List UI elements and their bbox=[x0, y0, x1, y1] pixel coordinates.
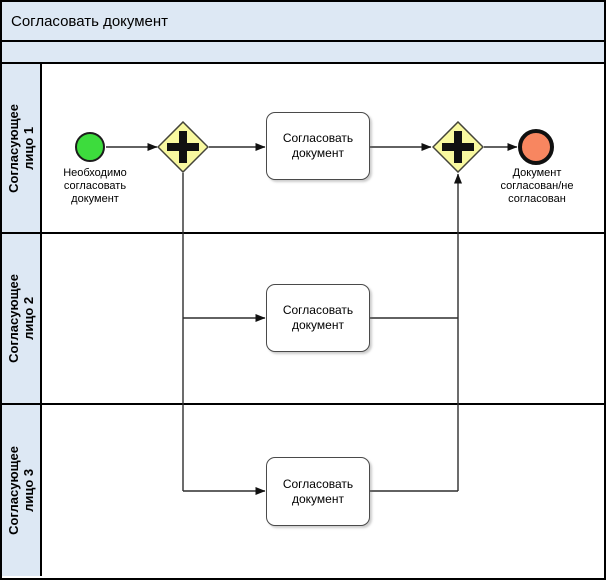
task-3-label: Согласовать документ bbox=[282, 476, 354, 506]
plus-icon bbox=[167, 131, 199, 163]
task-approve-document-3[interactable]: Согласовать документ bbox=[266, 457, 370, 526]
task-approve-document-1[interactable]: Согласовать документ bbox=[266, 112, 370, 180]
parallel-gateway-split[interactable] bbox=[157, 121, 209, 173]
lane-set: Согласующее лицо 1 Согласующее лицо 2 Со… bbox=[2, 64, 604, 576]
task-2-label: Согласовать документ bbox=[282, 303, 354, 332]
task-approve-document-2[interactable]: Согласовать документ bbox=[266, 284, 370, 352]
lane-2-header[interactable]: Согласующее лицо 2 bbox=[2, 234, 42, 403]
pool-title: Согласовать документ bbox=[11, 12, 169, 30]
parallel-gateway-join[interactable] bbox=[432, 121, 484, 173]
lane-1-header[interactable]: Согласующее лицо 1 bbox=[2, 64, 42, 232]
lane-3-header[interactable]: Согласующее лицо 3 bbox=[2, 405, 42, 576]
start-event[interactable] bbox=[75, 132, 105, 162]
end-event-label: Документ согласован/не согласован bbox=[500, 167, 574, 205]
end-event[interactable] bbox=[518, 129, 554, 165]
pool-title-bar[interactable]: Согласовать документ bbox=[2, 2, 604, 42]
pool-subband bbox=[2, 42, 604, 64]
task-1-label: Согласовать документ bbox=[282, 131, 354, 160]
start-event-label: Необходимо согласовать документ bbox=[63, 167, 127, 205]
plus-icon bbox=[442, 131, 474, 163]
